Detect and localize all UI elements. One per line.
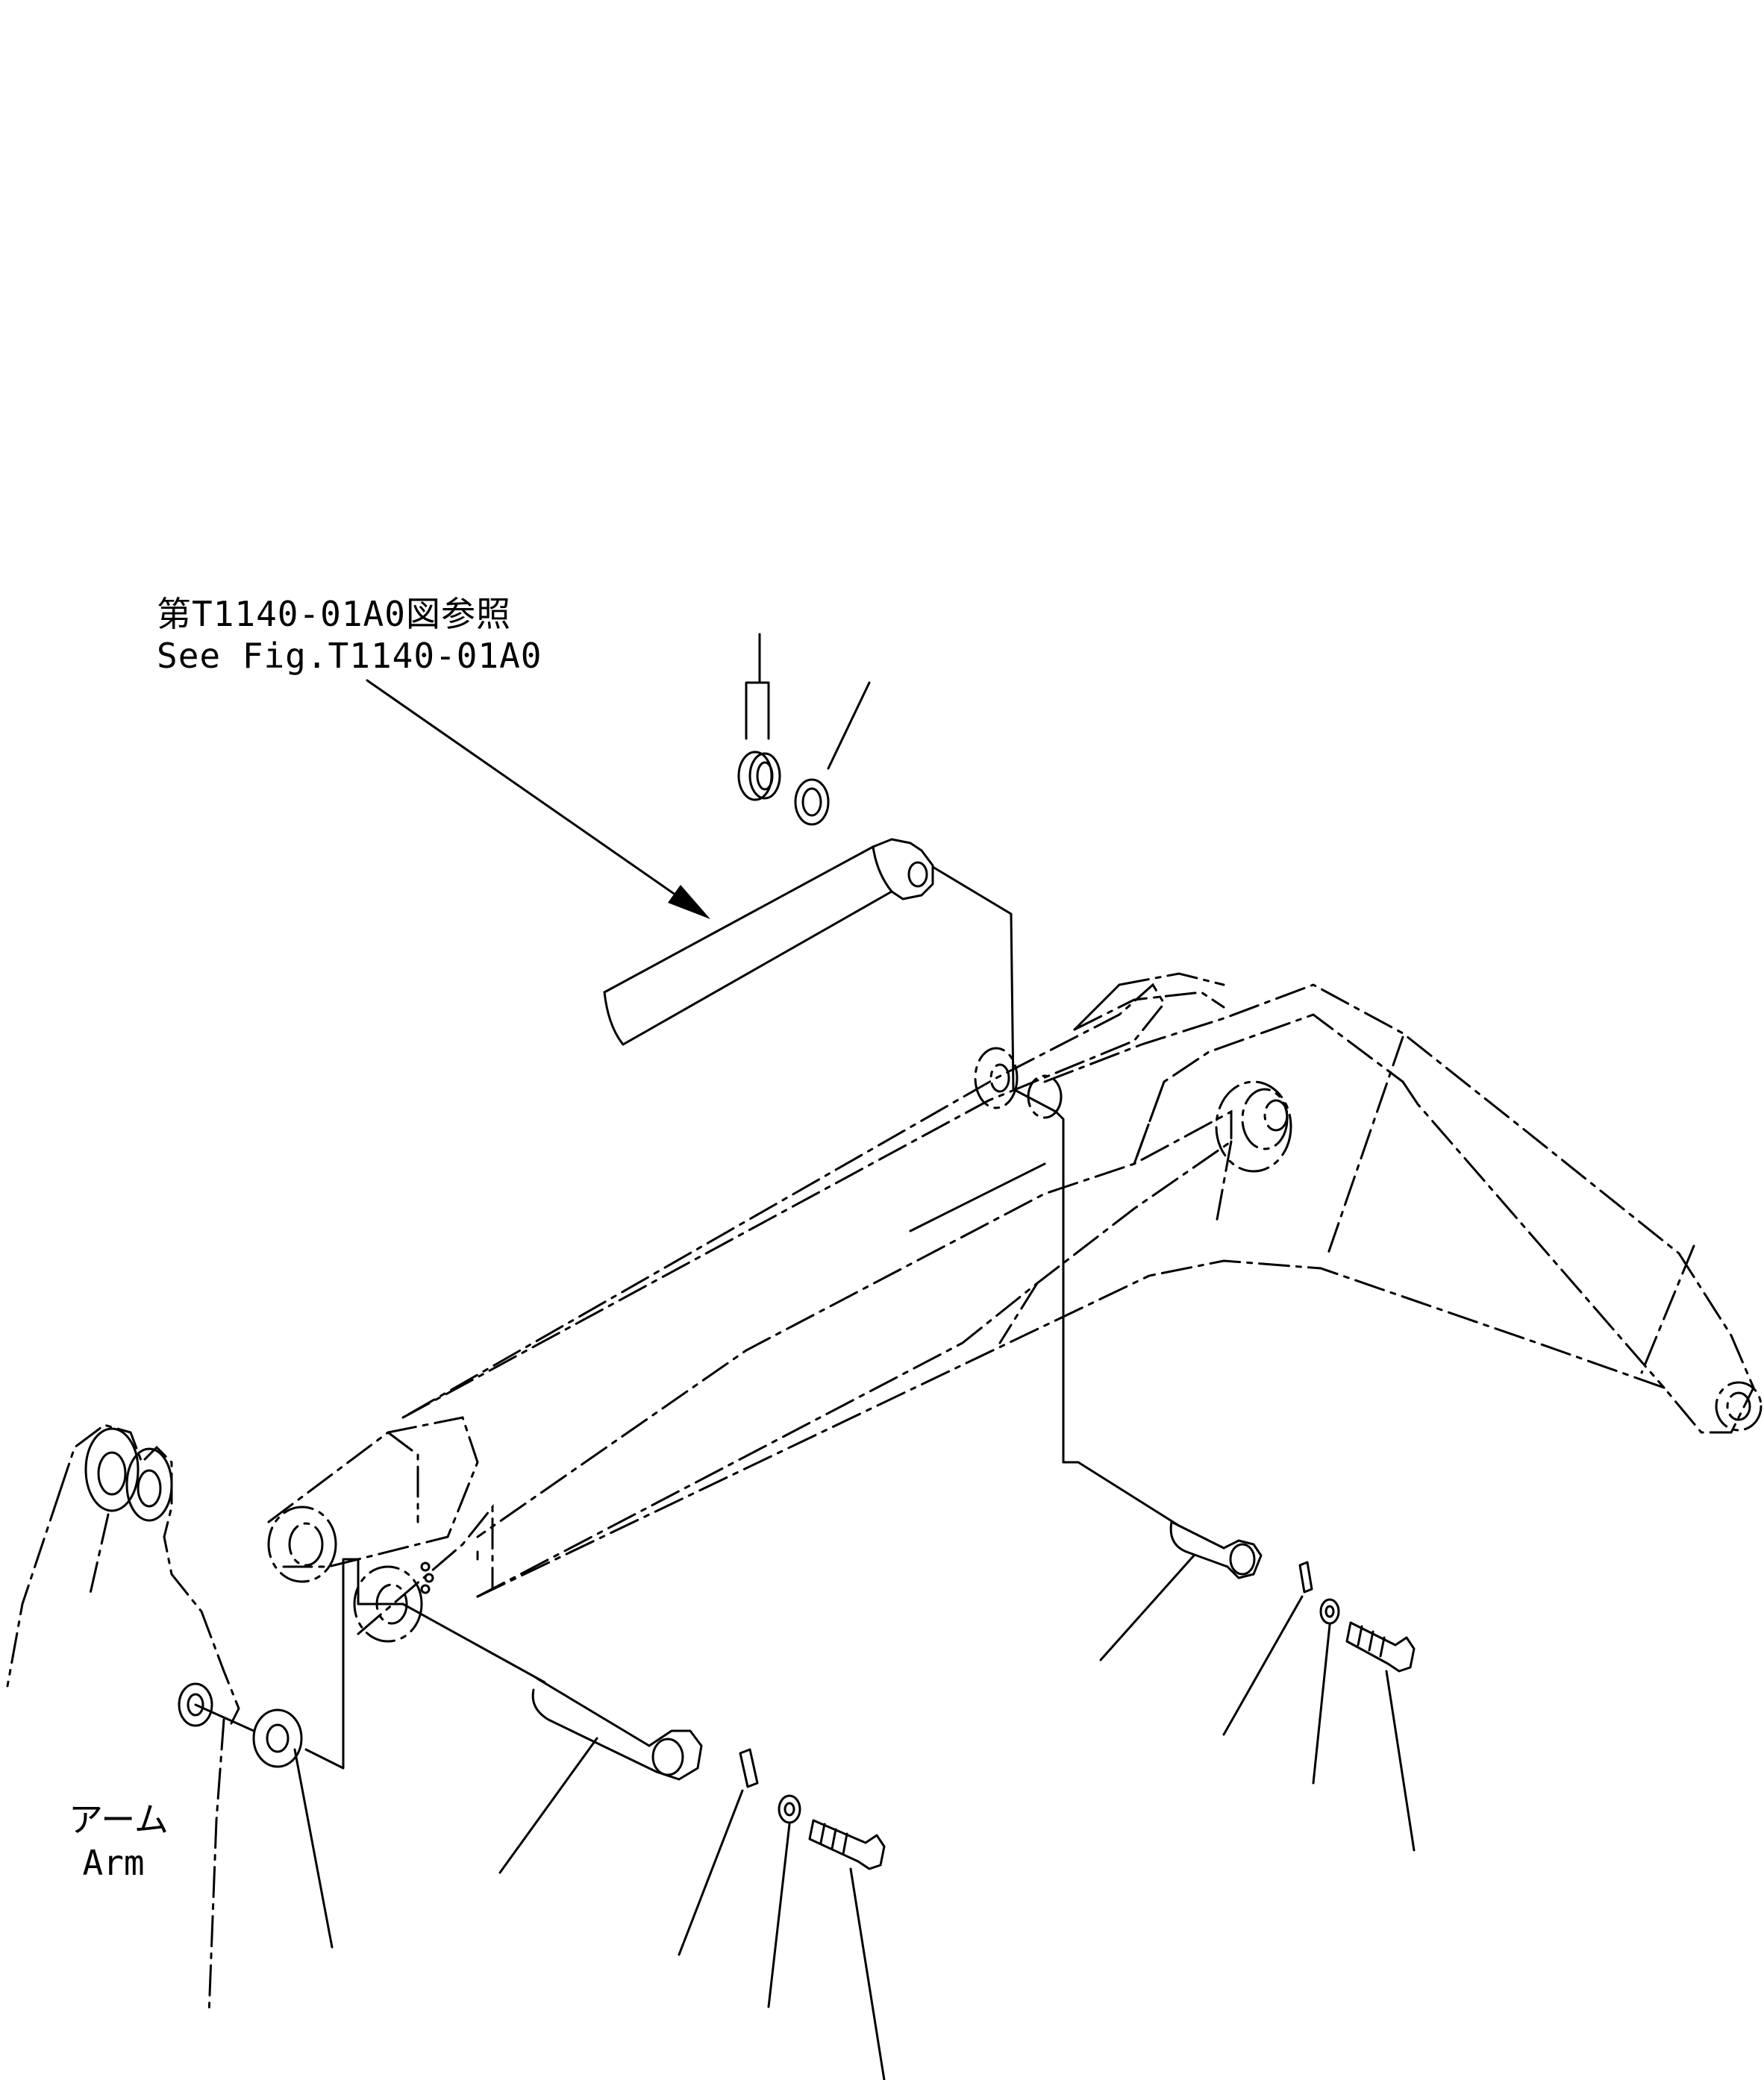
arm-end: [6, 1423, 334, 2016]
cylinder-foot-bolt-set: [1222, 1561, 1416, 1852]
arm-pin: [498, 1677, 703, 1874]
arm-pin-bolt-set: [678, 1748, 886, 2080]
cylinder-foot-leader: [931, 865, 1180, 1527]
cylinder-pin-parts: [737, 633, 871, 826]
reference-english: See Fig.T1140-01A0: [157, 636, 542, 676]
arm-label-japanese: アーム: [69, 1799, 169, 1840]
cylinder-foot-pin: [1099, 1520, 1263, 1661]
boom-cylinder: [603, 838, 934, 1046]
boom-outline: [401, 972, 1755, 1598]
reference-arrow: [366, 679, 710, 919]
arm-label-english: Arm: [82, 1843, 145, 1883]
reference-callout: 第T1140-01A0図参照 See Fig.T1140-01A0: [157, 593, 542, 677]
arm-pin-leader: [194, 1558, 546, 1770]
boom-nose: [267, 1416, 494, 1643]
arm-callout: アーム Arm: [69, 1798, 169, 1885]
reference-japanese: 第T1140-01A0図参照: [157, 594, 511, 634]
